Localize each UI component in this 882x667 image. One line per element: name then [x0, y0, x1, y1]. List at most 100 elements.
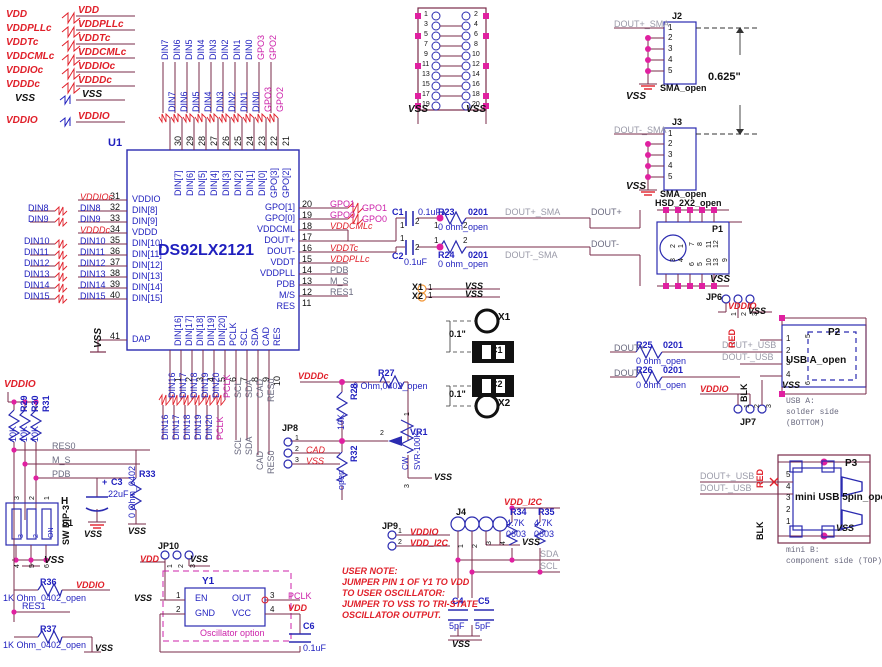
s1-top-pin-2: 1 [44, 496, 51, 500]
net-doutp-usb: DOUT+_USB [722, 340, 777, 350]
i2c-gnd: VSS [452, 639, 471, 649]
s1-refdes[interactable]: S1 [62, 518, 74, 528]
vr1-refdes[interactable]: VR1 [410, 427, 428, 437]
vss-label-sw: VSS [44, 555, 65, 566]
jp8-pin2: 2 [295, 446, 299, 453]
wire-color-red-2: RED [755, 468, 765, 488]
jp6-pin3: 3 [752, 312, 759, 316]
wire-color-red-1: RED [727, 328, 737, 348]
u1-pin-name-left-4: DIN[10] [132, 238, 163, 248]
bus-src-top-4: DIN3 [208, 39, 218, 60]
hdr-pin-19: 19 [422, 101, 430, 108]
s1-pos-1: 2 [33, 534, 40, 538]
y1-refdes: Y1 [202, 576, 215, 587]
j2-pin-2: 2 [668, 33, 673, 42]
u1-part-number: DS92LX2121 [158, 242, 255, 259]
bus-src-top-5: DIN2 [220, 39, 230, 60]
bus-label-left-5: DIN11 [80, 247, 105, 257]
net-label-vddio-src: VDDIO [6, 115, 38, 126]
u1-pin-num-right-8: 12 [302, 287, 313, 297]
bus-label-bot-6: SCL [233, 380, 243, 398]
r24-value: 0 ohm_open [438, 259, 489, 269]
y1-pin-name-gnd: GND [195, 608, 215, 618]
net-label-vddio-dst: VDDIO [78, 111, 110, 122]
p3-pin-1: 1 [786, 517, 791, 526]
r35-refdes: R35 [538, 507, 555, 517]
bus-label-bot-2: DIN18 [189, 372, 199, 398]
bus-src-left-0: DIN8 [28, 203, 49, 213]
u1-pin-name-bot-5: PCLK [228, 322, 238, 346]
c3-value: 22uF [108, 489, 129, 499]
jp6-refdes[interactable]: JP6 [706, 292, 723, 302]
jp7-net1: VDDIO [700, 384, 729, 394]
bus-label-top-5: DIN2 [227, 91, 237, 112]
bus-label-bot-3: DIN19 [200, 372, 210, 398]
user-note-line-4: OSCILLATOR OUTPUT. [342, 610, 441, 620]
footprint-c1-label: C1 [491, 345, 503, 355]
j3-net: DOUT-_SMA [614, 125, 667, 135]
y1-pin-name-out: OUT [232, 593, 251, 603]
hdr-pin-8: 8 [474, 41, 478, 48]
vr1-pin1: 1 [404, 412, 411, 416]
jp9-net2: VDD_I2C [410, 538, 449, 548]
u1-pin-num-right-7: 13 [302, 276, 313, 286]
jp7-refdes[interactable]: JP7 [740, 417, 757, 427]
bus-label-top-1: DIN6 [179, 91, 189, 112]
u1-pin-num-top-8: 22 [269, 135, 279, 146]
bus-src-top-7: DIN0 [244, 39, 254, 60]
p3-note-2: component side (TOP) [786, 557, 882, 566]
hdr-pin-13: 13 [422, 71, 430, 78]
j3-gnd: VSS [626, 181, 647, 192]
p3-part: mini USB 5pin_open [795, 492, 882, 503]
u1-pin-num-top-2: 28 [197, 135, 207, 146]
jp10-refdes[interactable]: JP10 [158, 541, 180, 551]
u1-pin-name-top-3: DIN[4] [209, 170, 219, 196]
y1-pin-name-en: EN [195, 593, 208, 603]
p2-pin-4: 4 [786, 370, 791, 379]
jp6-net1: VDDIO [728, 301, 757, 311]
hdr-pin-6: 6 [474, 31, 478, 38]
j4-pin3: 3 [486, 541, 493, 545]
u1-pin-name-bot-2: DIN[18] [195, 315, 205, 346]
p1-pin-r4: 7 [689, 242, 696, 246]
j2-net: DOUT+_SMA [614, 19, 670, 29]
p1-pin-r6: 6 [689, 262, 696, 266]
hdr-pin-20: 20 [472, 101, 480, 108]
c1-pin2: 2 [415, 217, 420, 226]
u1-pin-num-right-5: 15 [302, 254, 313, 264]
bus-label-left-7: DIN13 [80, 269, 106, 279]
c1-value: 0.1uF [418, 207, 442, 217]
p1-pin-r2: 1 [678, 244, 685, 248]
bus-label-left-2: DIN9 [80, 214, 101, 224]
r26-refdes: R26 [636, 365, 653, 375]
jp8-pin3: 3 [295, 457, 299, 464]
p2-pin-1: 1 [786, 334, 791, 343]
u1-pin-num-left-9: 40 [110, 290, 121, 300]
r30-refdes: R30 [30, 395, 40, 412]
u1-pin-num-right-2: 18 [302, 221, 313, 231]
u1-pin-name-bot-7: SDA [250, 327, 260, 346]
s1-top-pin-1: 2 [29, 496, 36, 500]
jp8-refdes[interactable]: JP8 [282, 423, 299, 433]
hdr-pin-5: 5 [424, 31, 428, 38]
sma-dimension: 0.625" [708, 71, 741, 83]
hdr-pin-1: 1 [424, 11, 428, 18]
net-doutn-2: DOUT- [614, 368, 642, 378]
u1-pin-name-bot-3: DIN[19] [206, 315, 216, 346]
bus-dst-bot-1: DIN17 [171, 414, 181, 440]
x1-net: VSS [465, 281, 484, 291]
jp7-pin2: 2 [754, 404, 761, 408]
c5-refdes: C5 [478, 596, 490, 606]
net-doutn: DOUT- [591, 239, 619, 249]
wire-color-blk-1: BLK [739, 383, 749, 403]
bus-label-left-0: VDDIOc [80, 192, 114, 202]
c6-value: 0.1uF [303, 643, 327, 653]
jp6-net2: VSS [748, 306, 767, 316]
bus-label-top-3: DIN4 [203, 91, 213, 112]
bus-label-bot-8: CAD [255, 378, 265, 398]
jp9-refdes[interactable]: JP9 [382, 521, 399, 531]
y1-pin-name-vcc: VCC [232, 608, 252, 618]
jp6-pin1: 1 [731, 312, 738, 316]
user-note-line-2: TO USER OSCILLATOR: [342, 588, 446, 598]
